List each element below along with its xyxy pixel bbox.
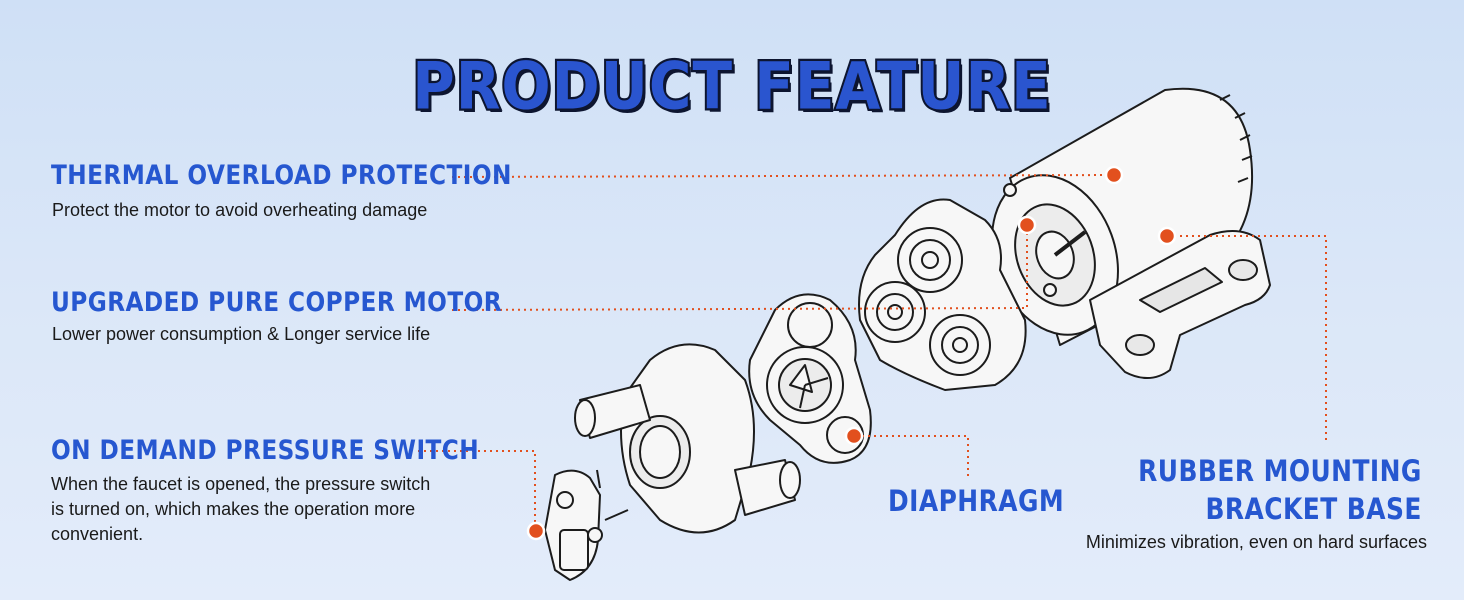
pump-head-illustration xyxy=(574,343,801,534)
pressure-switch-desc-line: When the faucet is opened, the pressure … xyxy=(51,474,431,494)
pressure-switch-desc-line: convenient. xyxy=(51,524,144,544)
pressure-switch-illustration xyxy=(544,469,629,581)
pressure-switch-title: ON DEMAND PRESSURE SWITCH xyxy=(51,435,480,466)
page-title: PRODUCT FEATURE xyxy=(410,46,1053,127)
callout-dot-bracket xyxy=(1157,226,1177,246)
callout-lines xyxy=(418,174,1327,530)
copper-motor-desc: Lower power consumption & Longer service… xyxy=(52,324,431,344)
callout-dot-diaphragm xyxy=(844,426,864,446)
thermal-overload-title: THERMAL OVERLOAD PROTECTION xyxy=(51,160,512,191)
thermal-overload-desc: Protect the motor to avoid overheating d… xyxy=(52,200,428,220)
bracket-title: RUBBER MOUNTING BRACKET BASE xyxy=(1138,452,1422,528)
callout-dot-motor xyxy=(1017,215,1037,235)
diaphragm-plate-illustration xyxy=(858,198,1027,391)
callout-dot-thermal xyxy=(1104,165,1124,185)
bracket-title-line: RUBBER MOUNTING xyxy=(1138,454,1422,488)
pressure-switch-desc: When the faucet is opened, the pressure … xyxy=(51,472,430,547)
bracket-title-line: BRACKET BASE xyxy=(1205,492,1422,526)
diaphragm-title: DIAPHRAGM xyxy=(888,484,1065,518)
callout-dot-switch xyxy=(526,521,546,541)
bracket-desc: Minimizes vibration, even on hard surfac… xyxy=(1085,532,1427,552)
diaphragm-illustration xyxy=(748,293,872,464)
copper-motor-title: UPGRADED PURE COPPER MOTOR xyxy=(51,287,503,318)
pressure-switch-desc-line: is turned on, which makes the operation … xyxy=(51,499,416,519)
bracket-illustration xyxy=(1089,230,1271,379)
